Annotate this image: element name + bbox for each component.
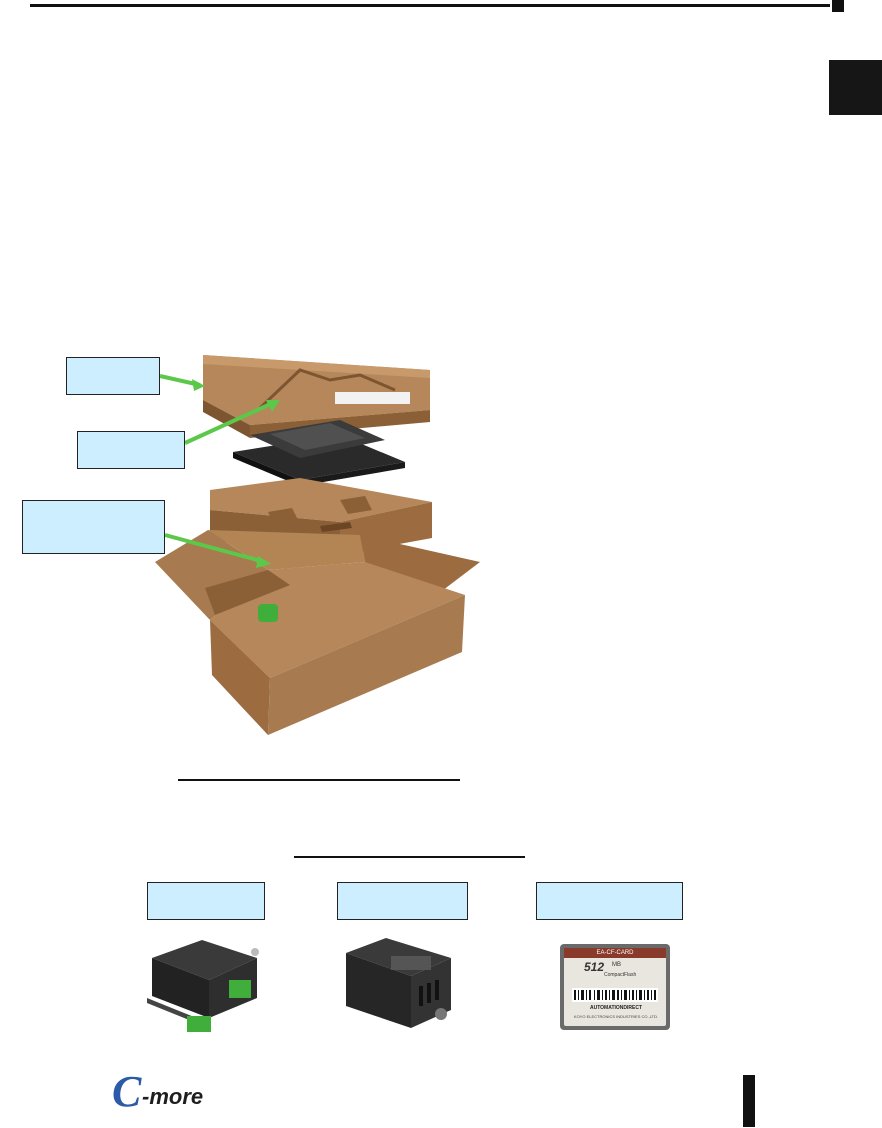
- accessory-photo-3: EA-CF-CARD 512 MB CompactFlash AUTOMATIO…: [540, 930, 685, 1040]
- header-rule-end: [832, 0, 844, 12]
- chapter-tab: [829, 60, 882, 115]
- cf-barcode: [572, 988, 658, 1002]
- accessory-photo-2: [331, 928, 471, 1040]
- cf-card-capacity: 512: [584, 960, 605, 974]
- cf-card-unit: MB: [612, 962, 621, 968]
- cf-card-graphic: [560, 944, 670, 1030]
- cf-card-brand: EA-CF-CARD: [596, 950, 634, 956]
- footer-page-bar: [743, 1075, 755, 1127]
- packaging-exploded-figure: [155, 355, 480, 735]
- header-rule: [30, 4, 830, 7]
- accessory-label-3: [536, 882, 683, 920]
- figure-caption-underline: [178, 779, 460, 781]
- shipping-box: [155, 530, 480, 735]
- operator-panel: [233, 420, 405, 486]
- cmore-logo-letter: C: [112, 1067, 142, 1116]
- cf-card-vendor: AUTOMATIONDIRECT: [589, 1005, 643, 1011]
- callout-panel: [77, 431, 185, 469]
- callout-brackets: [22, 500, 165, 554]
- cmore-logo-text: -more: [142, 1084, 204, 1109]
- callout-arrows: [159, 374, 280, 568]
- cf-card-fine-print: KOYO ELECTRONICS INDUSTRIES CO.,LTD.: [573, 1014, 659, 1019]
- callout-top-foam: [66, 357, 160, 395]
- cf-card-type: CompactFlash: [604, 972, 637, 978]
- cmore-logo: C -more: [112, 1067, 242, 1116]
- accessory-photo-1: [137, 928, 275, 1040]
- accessory-label-2: [337, 882, 468, 920]
- accessories-heading-underline: [294, 856, 525, 858]
- accessory-label-1: [147, 882, 265, 920]
